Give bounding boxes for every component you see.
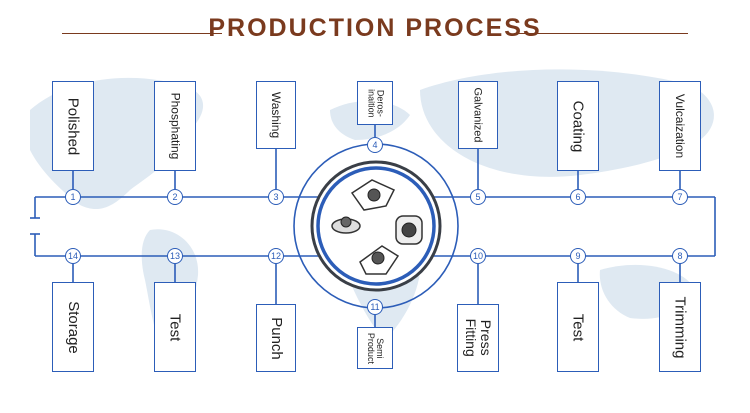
step-number: 7 (672, 189, 688, 205)
step-label: Press Fitting (463, 318, 494, 358)
step-number: 8 (672, 248, 688, 264)
step-label: Trimming (671, 296, 689, 358)
title-rule-left (62, 33, 222, 34)
product-mount-left-center (340, 216, 352, 228)
step-number: 9 (570, 248, 586, 264)
title-rule-right (514, 33, 688, 34)
product-bracket-bottom-center (371, 251, 385, 265)
step-number: 11 (367, 299, 383, 315)
step-number: 4 (367, 137, 383, 153)
step-label: Test (569, 313, 587, 341)
step-label: Vulcaization (673, 93, 688, 159)
step-box: Coating (557, 81, 599, 171)
step-label: Deros- inaition (366, 88, 386, 118)
step-box: Deros- inaition (357, 81, 393, 125)
step-label: Storage (64, 300, 82, 354)
step-number: 2 (167, 189, 183, 205)
step-box: Semi Product (357, 327, 393, 369)
step-box: Punch (256, 304, 296, 372)
step-number: 6 (570, 189, 586, 205)
step-box: Washing (256, 81, 296, 149)
step-box: Phosphating (154, 81, 196, 171)
page-title: PRODUCTION PROCESS (208, 14, 542, 42)
step-label: Coating (569, 100, 587, 152)
step-number: 14 (65, 248, 81, 264)
step-box: Storage (52, 282, 94, 372)
step-box: Vulcaization (659, 81, 701, 171)
step-number: 12 (268, 248, 284, 264)
product-bushing-hole (401, 222, 417, 238)
step-box: Test (557, 282, 599, 372)
step-number: 5 (470, 189, 486, 205)
step-box: Press Fitting (457, 304, 499, 372)
step-box: Polished (52, 81, 94, 171)
step-number: 13 (167, 248, 183, 264)
step-box: Trimming (659, 282, 701, 372)
hub-blue-ring (316, 166, 436, 286)
step-box: Test (154, 282, 196, 372)
step-label: Test (166, 313, 184, 341)
step-number: 3 (268, 189, 284, 205)
step-number: 10 (470, 248, 486, 264)
step-label: Galvanized (472, 87, 485, 143)
step-label: Punch (267, 316, 285, 360)
step-label: Washing (269, 91, 283, 139)
step-box: Galvanized (458, 81, 498, 149)
step-label: Semi Product (366, 332, 386, 364)
product-bracket-top-center (367, 188, 381, 202)
step-number: 1 (65, 189, 81, 205)
step-label: Phosphating (168, 92, 183, 160)
step-label: Polished (64, 97, 82, 155)
